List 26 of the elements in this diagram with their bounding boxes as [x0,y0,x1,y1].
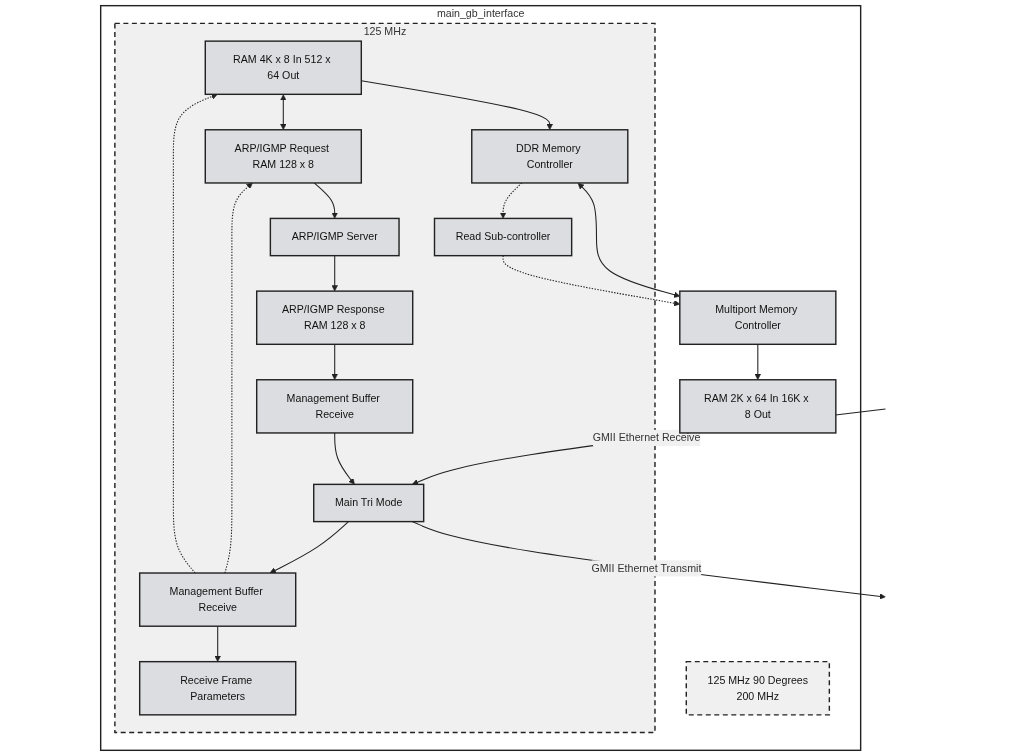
node-box: ARP/IGMP Request RAM 128 x 8 [204,129,363,184]
node-box: Receive Frame Parameters [139,660,297,716]
node-box: Management Buffer Receive [256,379,414,434]
node-box: Main Tri Mode [313,483,425,523]
node-box: Multiport Memory Controller [679,290,837,345]
arrow [331,255,338,292]
arrow [214,625,221,662]
node-box: Management Buffer Receive [139,572,297,627]
arrow [411,521,886,600]
edge-label: GMII Ethernet Transmit [591,561,702,574]
arrow [173,93,218,574]
arrow [313,182,338,219]
node-box: ARP/IGMP Server [269,217,400,257]
node-box: Read Sub-controller [433,217,573,257]
arrow [280,94,287,131]
node-box: DDR Memory Controller [471,129,629,184]
node-box: RAM 2K x 64 In 16K x 8 Out [679,379,837,434]
arrow [754,343,762,381]
arrow [331,343,338,381]
node-box: ARP/IGMP Response RAM 128 x 8 [256,290,414,345]
node-box: RAM 4K x 8 In 512 x 64 Out [204,40,363,96]
arrow [334,432,355,485]
node-box: 125 MHz 90 Degrees 200 MHz [685,660,831,716]
arrow [500,182,523,219]
edge-label: GMII Ethernet Receive [592,431,701,444]
arrow [269,521,350,574]
